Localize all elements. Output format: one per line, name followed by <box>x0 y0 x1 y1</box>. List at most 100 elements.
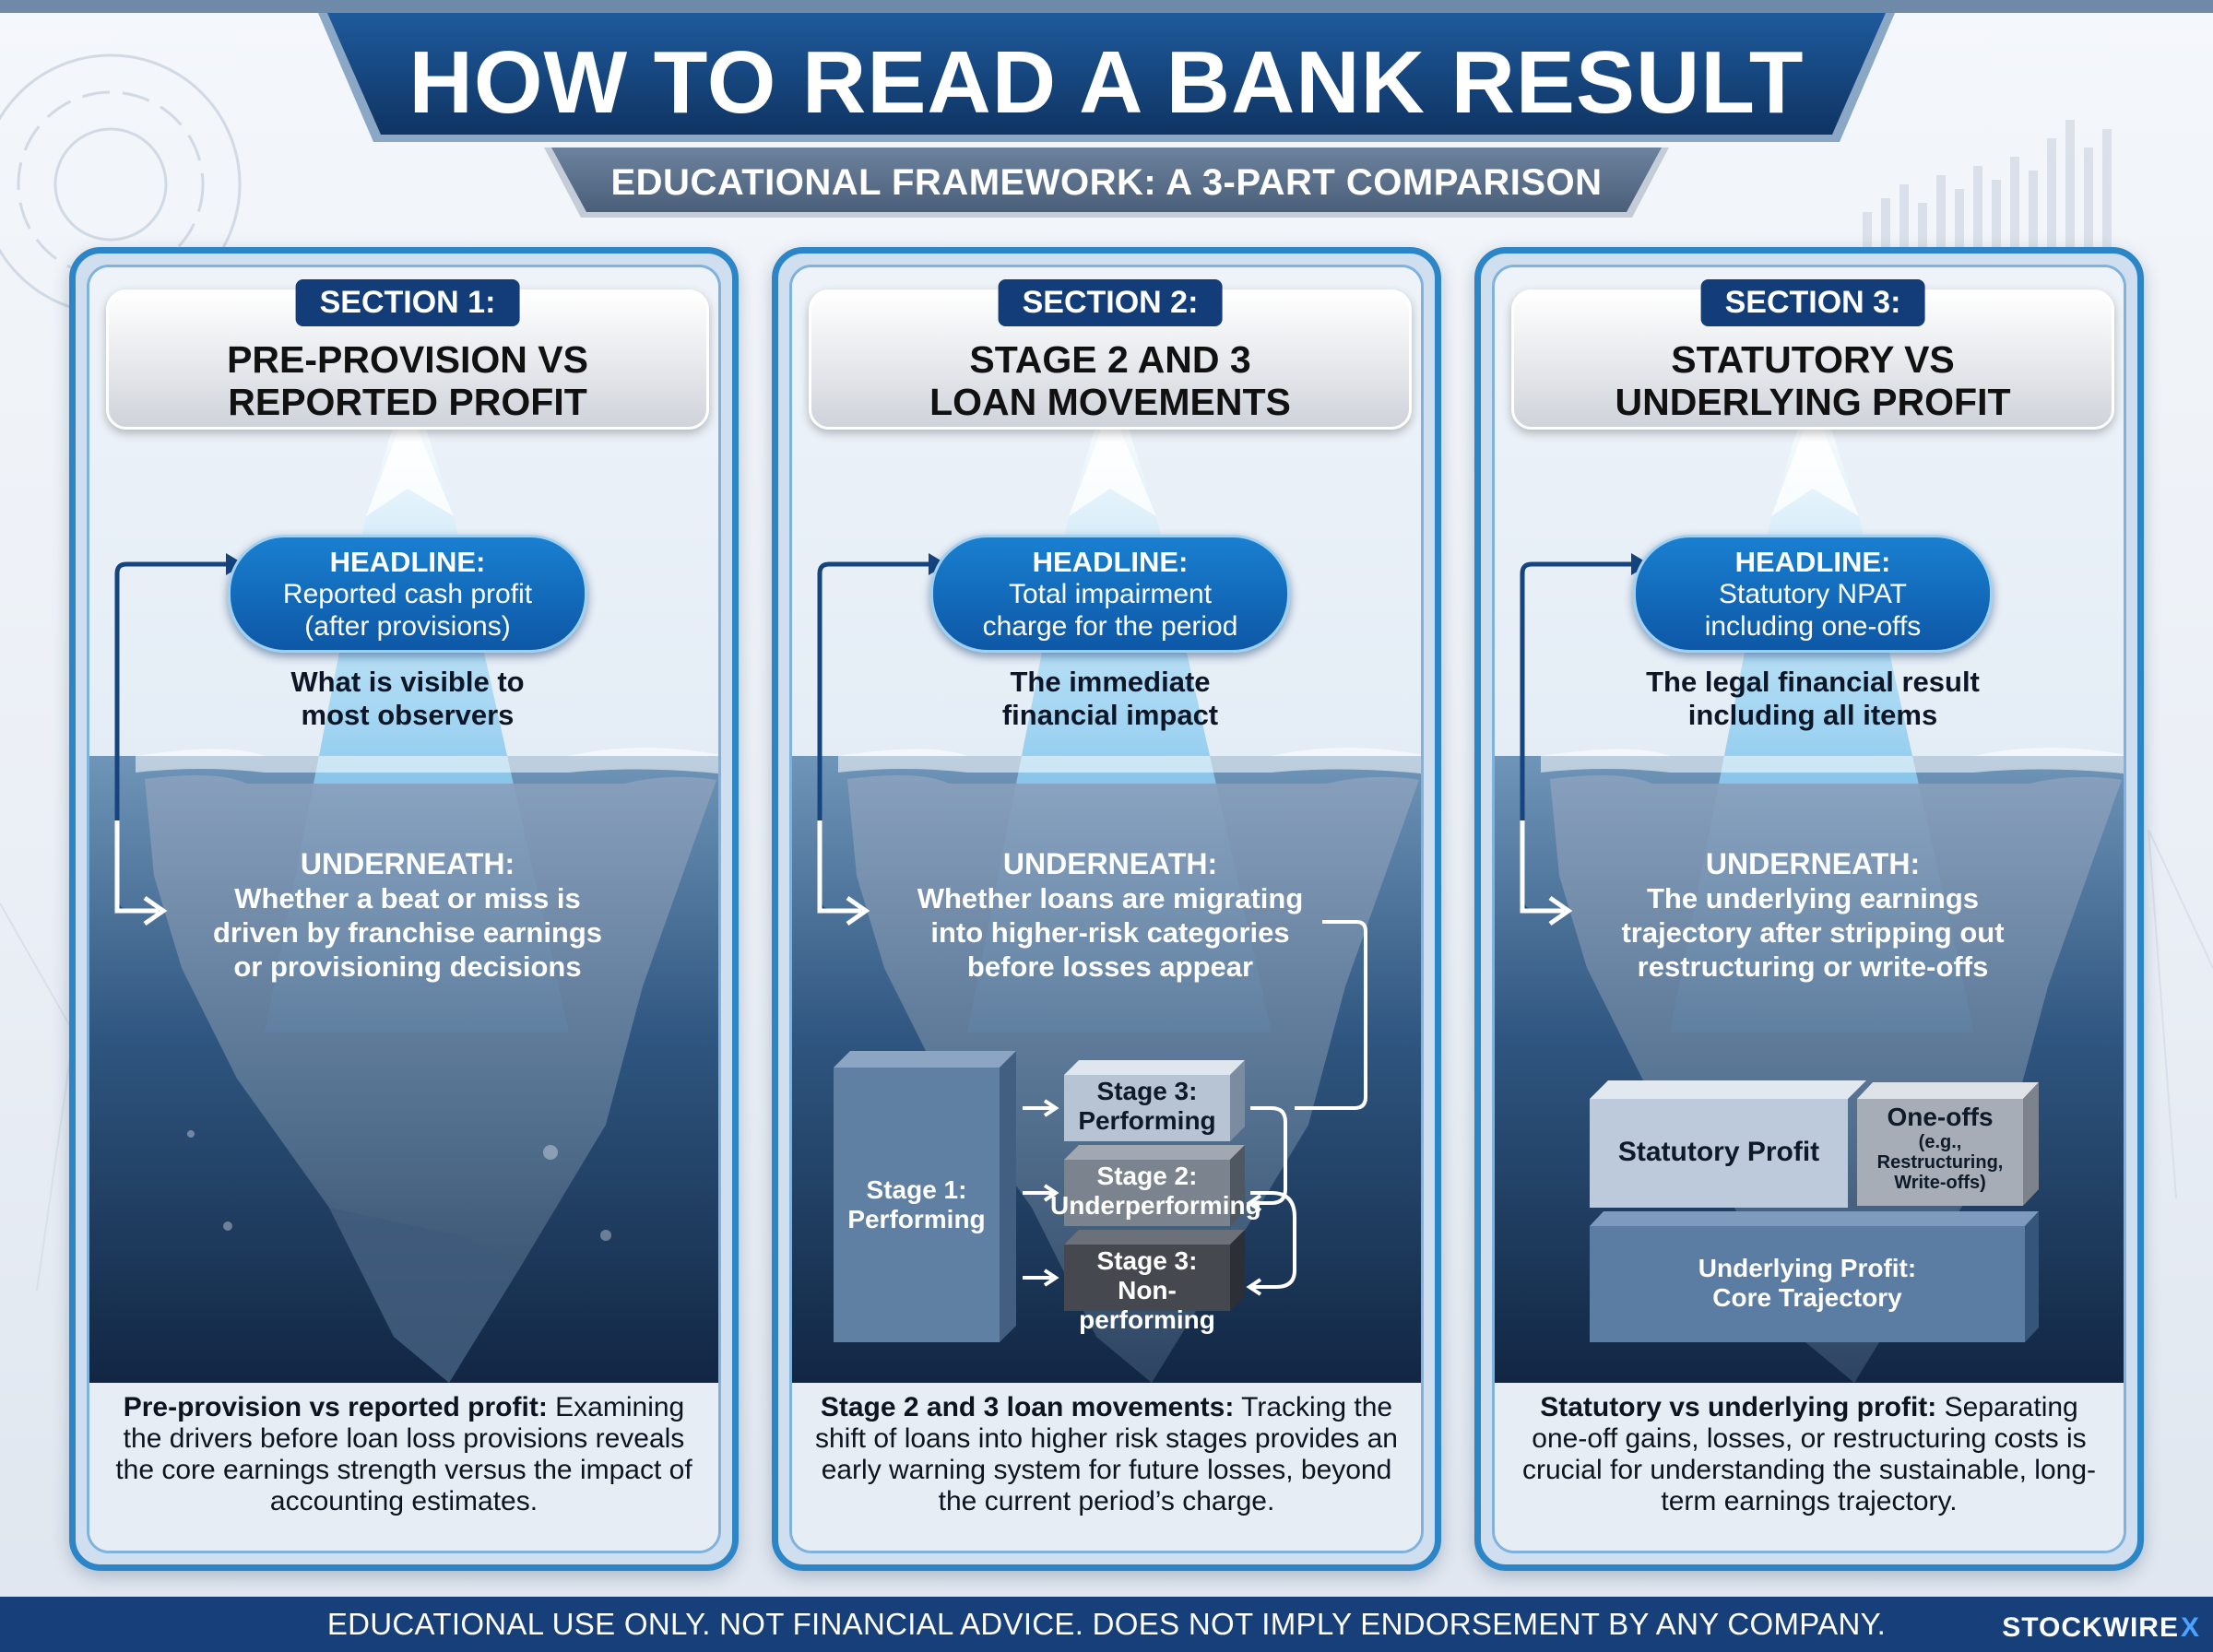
iceberg-scene <box>1495 267 2124 1551</box>
section-title: STAGE 2 AND 3 LOAN MOVEMENTS <box>811 338 1409 423</box>
visible-line: What is visible to <box>290 666 525 698</box>
section-tab: SECTION 1: <box>295 279 520 326</box>
caption-text: Tracking the shift of loans into higher … <box>814 1392 1398 1516</box>
section-card-1: SECTION 1: PRE-PROVISION VS REPORTED PRO… <box>69 247 739 1571</box>
caption-bold: Pre-provision vs reported profit: <box>123 1392 548 1422</box>
underneath-text: UNDERNEATH: Whether loans are migrating … <box>866 846 1355 984</box>
underneath-label: UNDERNEATH: <box>1705 847 1921 880</box>
visible-line: financial impact <box>1001 699 1219 731</box>
underlying-line: Underlying Profit: <box>1698 1254 1917 1282</box>
headline-line: Statutory NPAT <box>1719 579 1907 609</box>
headline-label: HEADLINE: <box>329 546 486 578</box>
section-card-3: SECTION 3: STATUTORY VS UNDERLYING PROFI… <box>1474 247 2144 1571</box>
underneath-line: trajectory after stripping out <box>1621 916 2005 949</box>
headline-pill: HEADLINE: Statutory NPAT including one-o… <box>1633 535 1993 653</box>
stage-block-b-label: Stage 2: Underperforming <box>1050 1162 1261 1221</box>
section-header: SECTION 2: STAGE 2 AND 3 LOAN MOVEMENTS <box>809 279 1412 430</box>
stage-block-a-label: Stage 3: Performing <box>1064 1077 1230 1136</box>
section-title-line: STATUTORY VS <box>1671 338 1955 381</box>
section-caption: Pre-provision vs reported profit: Examin… <box>110 1392 698 1517</box>
stage-line: Performing <box>847 1205 986 1233</box>
section-card-inner: SECTION 3: STATUTORY VS UNDERLYING PROFI… <box>1492 265 2126 1553</box>
visible-text: What is visible to most observers <box>200 666 615 732</box>
caption-text: Separating one-off gains, losses, or res… <box>1521 1392 2097 1516</box>
underneath-line: The underlying earnings <box>1647 882 1979 914</box>
underneath-line: into higher-risk categories <box>930 916 1290 949</box>
section-header: SECTION 3: STATUTORY VS UNDERLYING PROFI… <box>1511 279 2114 430</box>
underneath-line: Whether a beat or miss is <box>234 882 581 914</box>
caption-text: Examining the drivers before loan loss p… <box>115 1392 692 1516</box>
one-offs-detail: Restructuring, <box>1876 1152 2004 1173</box>
visible-line: including all items <box>1687 699 1938 731</box>
stage-line: Stage 1: <box>866 1175 967 1204</box>
section-title-line: STAGE 2 AND 3 <box>969 338 1251 381</box>
headline-pill: HEADLINE: Reported cash profit (after pr… <box>228 535 587 653</box>
underneath-line: driven by franchise earnings <box>212 916 603 949</box>
underneath-line: Whether loans are migrating <box>917 882 1304 914</box>
visible-line: The immediate <box>1010 666 1211 698</box>
visible-line: The legal financial result <box>1646 666 1980 698</box>
visible-line: most observers <box>301 699 515 731</box>
caption-bold: Stage 2 and 3 loan movements: <box>820 1392 1235 1422</box>
section-card-inner: SECTION 1: PRE-PROVISION VS REPORTED PRO… <box>87 265 721 1553</box>
section-card-inner: SECTION 2: STAGE 2 AND 3 LOAN MOVEMENTS … <box>789 265 1424 1553</box>
headline-label: HEADLINE: <box>1032 546 1189 578</box>
section-title: STATUTORY VS UNDERLYING PROFIT <box>1514 338 2112 423</box>
underneath-label: UNDERNEATH: <box>1002 847 1218 880</box>
section-title: PRE-PROVISION VS REPORTED PROFIT <box>109 338 706 423</box>
headline-line: Total impairment <box>1008 579 1213 609</box>
visible-text: The legal financial result including all… <box>1605 666 2020 732</box>
underlying-line: Core Trajectory <box>1712 1283 1902 1312</box>
section-header: SECTION 1: PRE-PROVISION VS REPORTED PRO… <box>106 279 709 430</box>
stage-block-c-label: Stage 3: Non-performing <box>1050 1246 1244 1335</box>
page-title: HOW TO READ A BANK RESULT <box>408 33 1805 132</box>
stage-line: Stage 2: <box>1096 1162 1198 1190</box>
headline-line: (after provisions) <box>304 611 511 642</box>
iceberg-scene <box>89 267 718 1551</box>
underneath-line: or provisioning decisions <box>233 950 582 983</box>
section-tab: SECTION 3: <box>1700 279 1925 326</box>
underneath-label: UNDERNEATH: <box>300 847 515 880</box>
stage-line: Underperforming <box>1050 1191 1261 1220</box>
section-caption: Stage 2 and 3 loan movements: Tracking t… <box>812 1392 1401 1517</box>
statutory-profit-label: Statutory Profit <box>1617 1137 1820 1167</box>
page-subtitle: EDUCATIONAL FRAMEWORK: A 3-PART COMPARIS… <box>610 161 1603 203</box>
section-title-line: LOAN MOVEMENTS <box>929 381 1291 423</box>
footer-disclaimer: EDUCATIONAL USE ONLY. NOT FINANCIAL ADVI… <box>326 1607 1887 1641</box>
section-title-line: PRE-PROVISION VS <box>227 338 588 381</box>
subtitle-plate <box>544 148 1669 218</box>
title-plate <box>318 13 1895 142</box>
one-offs-detail: Write-offs) <box>1894 1173 1986 1193</box>
brand-name: STOCKWIRE <box>2002 1612 2179 1643</box>
section-title-line: UNDERLYING PROFIT <box>1615 381 2011 423</box>
caption-bold: Statutory vs underlying profit: <box>1540 1392 1937 1422</box>
section-title-line: REPORTED PROFIT <box>228 381 587 423</box>
headline-line: charge for the period <box>982 611 1238 642</box>
section-card-2: SECTION 2: STAGE 2 AND 3 LOAN MOVEMENTS … <box>772 247 1441 1571</box>
underneath-line: restructuring or write-offs <box>1637 950 1989 983</box>
brand-mark: X <box>2180 1612 2200 1643</box>
one-offs-detail: (e.g., <box>1918 1132 1962 1152</box>
one-offs-label: One-offs (e.g., Restructuring, Write-off… <box>1857 1103 2023 1193</box>
section-caption: Statutory vs underlying profit: Separati… <box>1515 1392 2103 1517</box>
stage-line: Stage 3: <box>1096 1246 1198 1275</box>
underlying-profit-label: Underlying Profit: Core Trajectory <box>1590 1254 2025 1313</box>
visible-text: The immediate financial impact <box>903 666 1318 732</box>
underneath-text: UNDERNEATH: Whether a beat or miss is dr… <box>163 846 652 984</box>
headline-pill: HEADLINE: Total impairment charge for th… <box>930 535 1290 653</box>
stage-line: Stage 3: <box>1096 1077 1198 1105</box>
headline-line: including one-offs <box>1704 611 1922 642</box>
stage-line: Performing <box>1078 1106 1216 1135</box>
iceberg-scene <box>792 267 1421 1551</box>
stage-line: Non-performing <box>1079 1276 1215 1334</box>
one-offs-title: One-offs <box>1887 1103 1994 1131</box>
section-tab: SECTION 2: <box>998 279 1223 326</box>
footer-bar <box>0 1597 2213 1652</box>
underneath-text: UNDERNEATH: The underlying earnings traj… <box>1568 846 2057 984</box>
stage-1-label: Stage 1: Performing <box>834 1175 1000 1234</box>
underneath-line: before losses appear <box>966 950 1254 983</box>
headline-line: Reported cash profit <box>282 579 533 609</box>
headline-label: HEADLINE: <box>1734 546 1891 578</box>
